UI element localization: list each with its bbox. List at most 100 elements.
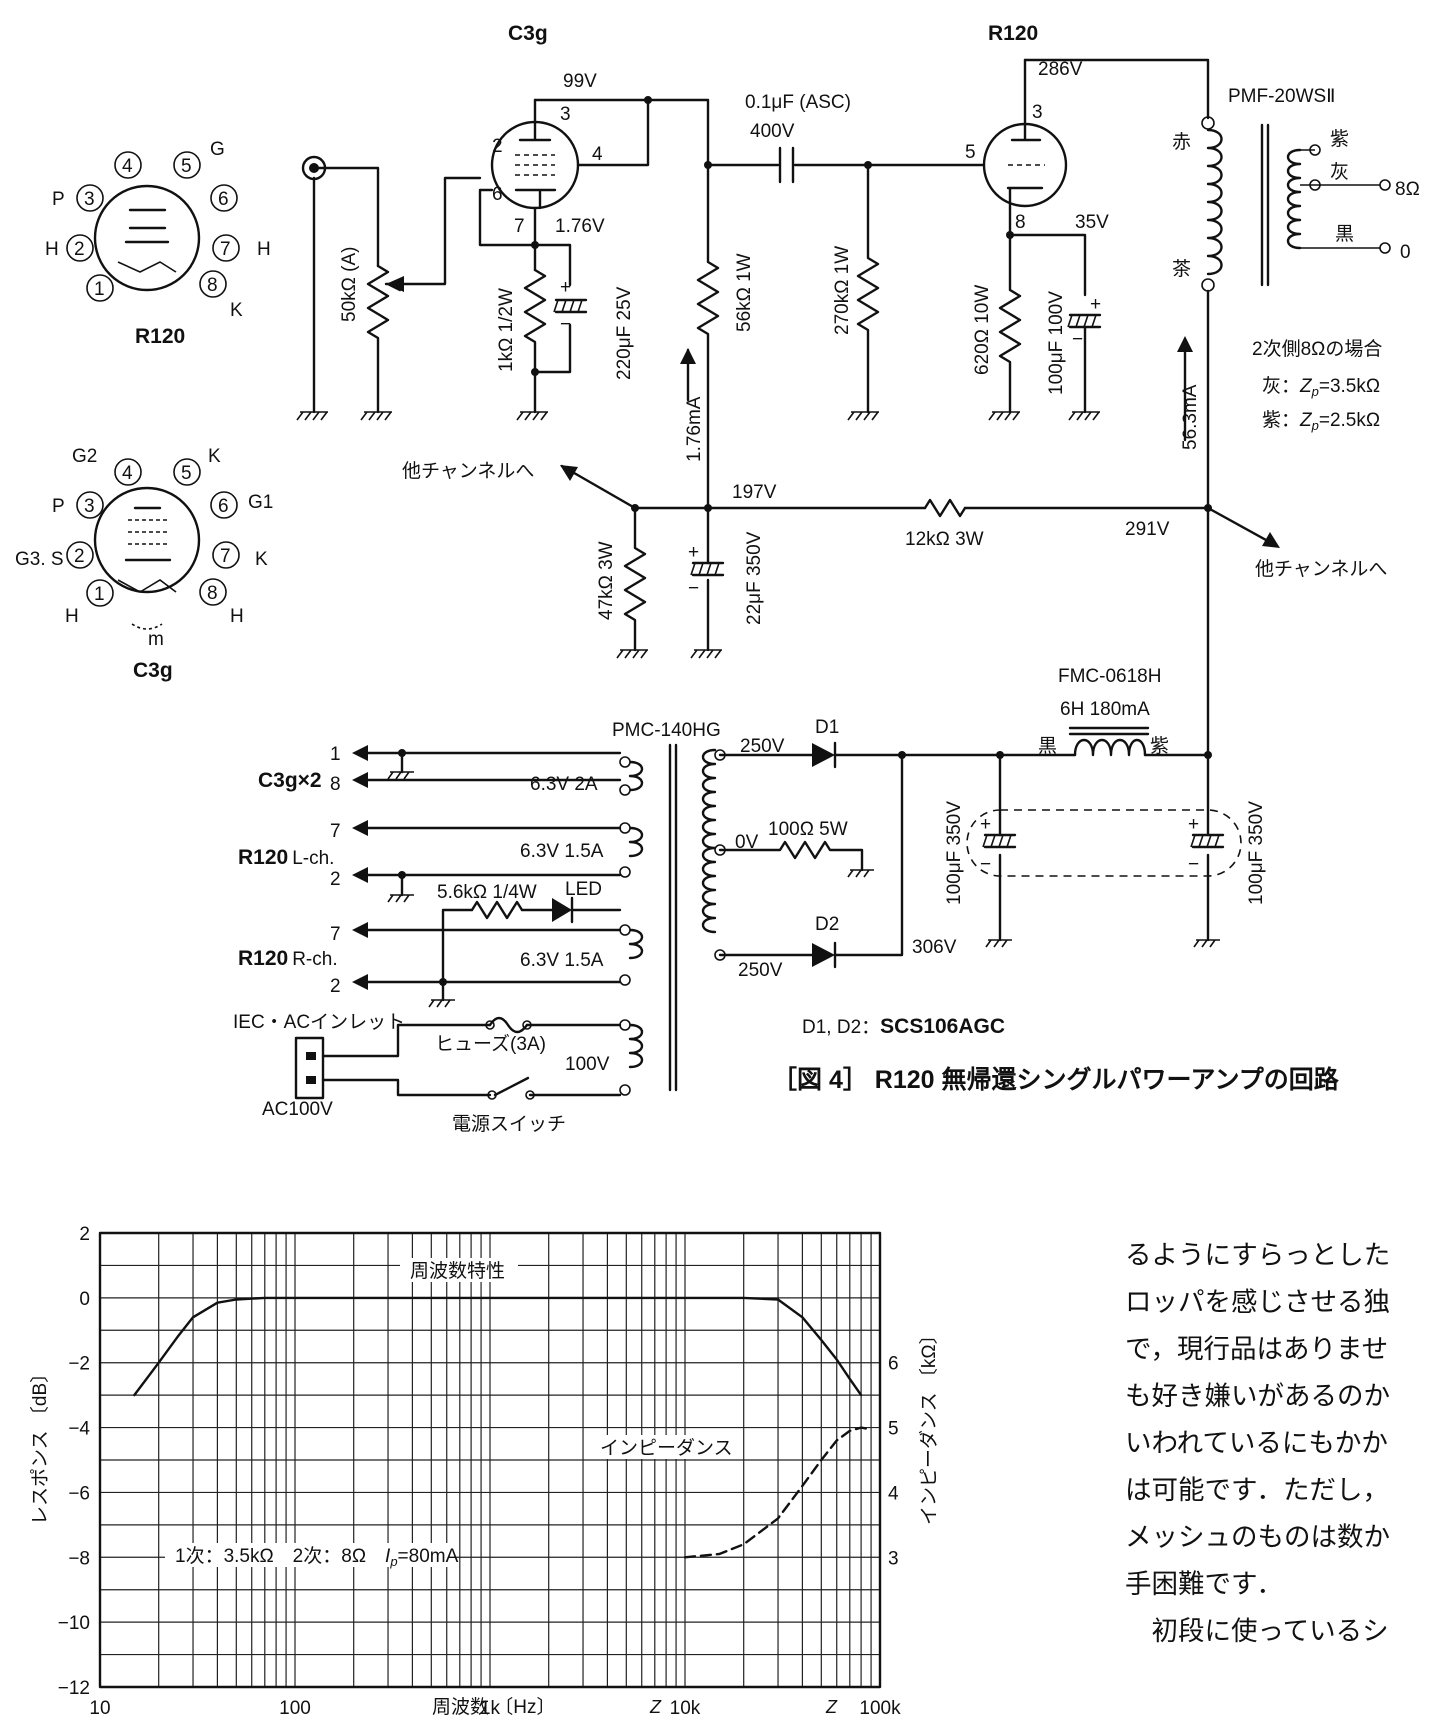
schematic: C3g R120 50kΩ (A) [15, 22, 1420, 1135]
pin8-r120: 8 [1015, 212, 1026, 233]
x-tick-label: 10 [89, 1698, 110, 1715]
c3g-m-label: m [148, 629, 164, 650]
body-text: るようにすらっとした ロッパを感じさせる独 で，現行品はありませ も好き嫌いがあ… [1125, 1232, 1434, 1715]
body-text-line: も好き嫌いがあるのか [1125, 1381, 1390, 1412]
v197: 197V [732, 482, 777, 503]
choke-spec: 6H 180mA [1060, 699, 1150, 720]
ac100v-label: AC100V [262, 1099, 333, 1120]
c3g-g3-wire [478, 188, 537, 247]
r-12k-resistor [923, 498, 967, 518]
cap-shield-outline [966, 809, 1242, 877]
r-1k-resistor [523, 268, 547, 414]
body-text-line: るようにすらっとした [1125, 1240, 1391, 1271]
c3g-pin1-num: 1 [94, 584, 105, 605]
c3g-pin6-num: 6 [218, 496, 229, 517]
body-text-line: は可能です．ただし， [1125, 1475, 1389, 1506]
c100-b-symbol [1191, 833, 1225, 849]
tap-black: 黒 [1335, 224, 1354, 245]
chart-annotation: 1次：3.5kΩ 2次：8Ω Ip=80mA [175, 1545, 459, 1569]
x-axis-label: 周波数 〔Hz〕 [432, 1696, 556, 1715]
r120-pin8-num: 8 [207, 275, 218, 296]
heater-63-15a: 6.3V 1.5A [520, 841, 604, 862]
r120-pin5-num: 5 [181, 156, 192, 177]
chart-frame [98, 1231, 882, 1689]
gray-zp: 灰：Zp=3.5kΩ [1262, 375, 1380, 399]
c3g-g2-label: G2 [72, 446, 97, 467]
purple-zp-value: =2.5kΩ [1319, 410, 1380, 431]
chart-annotation-i: I [385, 1546, 391, 1567]
r270k-label: 270kΩ 1W [832, 246, 853, 335]
impedance-label-bg [595, 1435, 740, 1459]
r120-h-left: H [45, 239, 59, 260]
heater-63-15b: 6.3V 1.5A [520, 950, 604, 971]
pot-label: 50kΩ (A) [339, 247, 360, 322]
r56k-led-label: 5.6kΩ 1/4W [437, 882, 537, 903]
coupling-cap-voltage: 400V [750, 121, 795, 142]
diode-note-prefix: D1, D2： [802, 1017, 880, 1038]
cap-220-minus: − [560, 314, 571, 335]
c3g-pin3-num: 3 [84, 496, 95, 517]
cap-220-plus: + [560, 277, 571, 298]
r620-label: 620Ω 10W [972, 285, 993, 375]
c3g-p-label: P [52, 496, 65, 517]
r-56k-resistor [696, 163, 720, 510]
c3g-h-left: H [65, 606, 79, 627]
transformer-taps [619, 749, 726, 1096]
c3g-h-right: H [230, 606, 244, 627]
led-label: LED [565, 879, 602, 900]
gray-zp-value: =3.5kΩ [1319, 376, 1380, 397]
y-axis-label: レスポンス 〔dB〕 [29, 1364, 51, 1525]
choke-core [1068, 726, 1150, 736]
r-100-resistor [718, 840, 864, 872]
cap-100-100-plus: + [1090, 294, 1101, 315]
heater-pin-7a: 7 [330, 821, 341, 842]
r120-pin7-num: 7 [220, 239, 231, 260]
diode-note-part: SCS106AGC [880, 1015, 1005, 1038]
v306-label: 306V [912, 937, 957, 958]
c3g-x2-label: C3g×2 [258, 769, 322, 792]
c22-plus: + [688, 542, 699, 563]
r120-cathode-wire [1008, 206, 1087, 297]
x-tick-label: 10k [670, 1698, 701, 1715]
y-tick-label: −12 [58, 1678, 90, 1699]
v35: 35V [1075, 212, 1109, 233]
heater-r120-r-tube: R120 [238, 947, 288, 970]
c22-symbol [691, 561, 725, 577]
tap-purple: 紫 [1330, 128, 1349, 150]
heater-pin-7b: 7 [330, 924, 341, 945]
pin7-c3g: 7 [514, 216, 525, 237]
purple-zp-prefix: 紫： [1262, 409, 1300, 431]
gray-zp-sub: p [1311, 384, 1319, 399]
heater-wires [358, 751, 622, 984]
c100-350a-label: 100μF 350V [944, 801, 965, 905]
body-text-line: で，現行品はありませ [1125, 1334, 1389, 1365]
r120-k-label: K [230, 300, 243, 321]
heater-63-2a: 6.3V 2A [530, 774, 598, 795]
choke-label: FMC-0618H [1058, 666, 1161, 687]
y-tick-label: −2 [68, 1354, 90, 1375]
secondary-title: 2次側8Ωの場合 [1252, 338, 1382, 360]
y-tick-label: −6 [68, 1483, 90, 1504]
r120-pin6-num: 6 [218, 189, 229, 210]
v291: 291V [1125, 519, 1170, 540]
r120-tube-symbol [982, 58, 1068, 210]
series-response-label: 周波数特性 [410, 1260, 505, 1282]
footer-glyph-b: Z [825, 1697, 838, 1715]
pot-wiper-arrow [386, 276, 404, 292]
v99: 99V [563, 71, 597, 92]
heater-l-ground [387, 894, 414, 903]
coupling-cap [778, 146, 795, 184]
r120-pin4-num: 4 [122, 156, 133, 177]
c100-a-ground [985, 939, 1012, 948]
tap-gray: 灰 [1330, 161, 1349, 183]
cap-220-ground [533, 323, 572, 374]
d2-label: D2 [815, 914, 839, 935]
y-tick-label: −4 [68, 1419, 90, 1440]
v100-label: 100V [565, 1054, 610, 1075]
power-switch-label: 電源スイッチ [452, 1113, 566, 1135]
coupling-cap-label: 0.1μF (ASC) [745, 92, 851, 113]
r120-pinout [66, 151, 240, 302]
c3g-pin2-num: 2 [74, 546, 85, 567]
